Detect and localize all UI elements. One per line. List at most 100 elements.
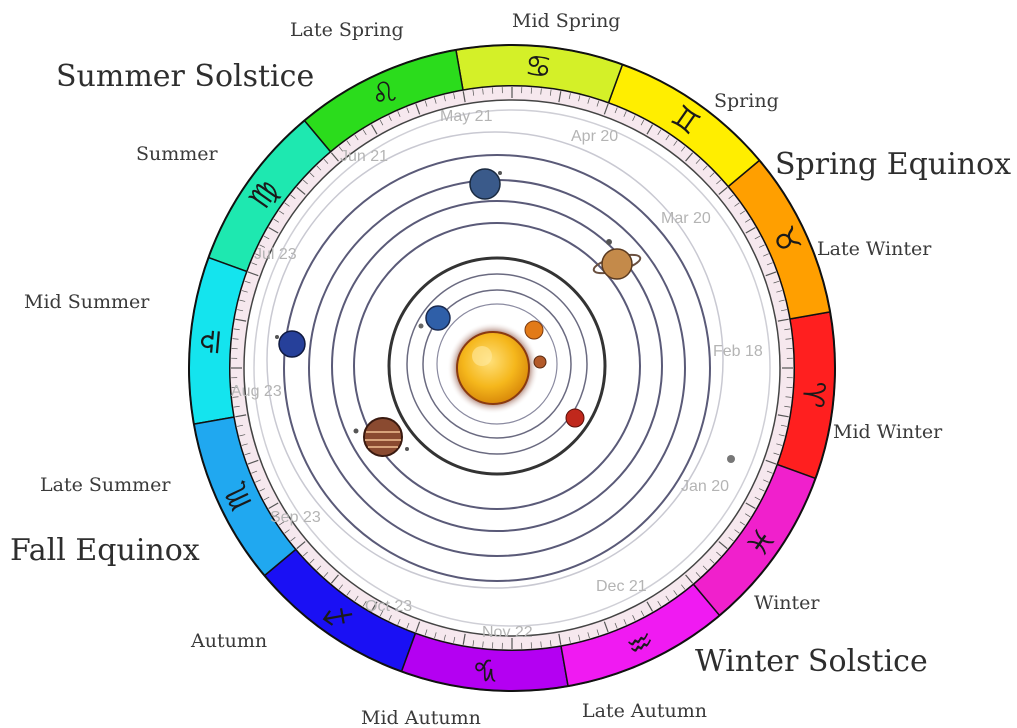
ruler-tick [255, 253, 261, 257]
ruler-tick [587, 632, 590, 639]
ruler-tick [443, 634, 446, 641]
ruler-tick [453, 93, 456, 100]
ruler-tick [284, 202, 290, 207]
ruler-tick [323, 572, 329, 578]
ruler-tick [718, 186, 728, 195]
ruler-tick [540, 88, 542, 95]
ruler-tick [278, 210, 285, 215]
ruler-tick [434, 632, 437, 639]
saturn-moon [606, 239, 612, 245]
season-label: Late Spring [290, 19, 404, 41]
cardinal-labels: Spring Equinox Summer Solstice Fall Equi… [10, 59, 1011, 679]
jupiter-moon [353, 428, 359, 434]
jupiter-moon-2 [405, 447, 409, 451]
ruler-tick [370, 124, 378, 135]
ruler-tick [709, 558, 715, 564]
ruler-tick [233, 405, 240, 408]
ruler-tick [284, 529, 290, 534]
sun-body [456, 331, 530, 405]
ruler-tick [640, 610, 645, 617]
ruler-tick [259, 244, 265, 248]
ruler-tick [632, 615, 636, 621]
ruler-tick [763, 479, 769, 483]
ruler-tick [685, 152, 694, 162]
ruler-tick [296, 541, 306, 550]
ruler-tick [673, 140, 678, 146]
ruler-tick [745, 513, 751, 518]
ruler-tick [290, 194, 296, 199]
season-label: Mid Autumn [361, 707, 481, 728]
ruler-tick [665, 134, 670, 141]
ruler-tick [397, 619, 401, 625]
ruler-tick [235, 318, 247, 322]
ruler-tick [268, 226, 279, 234]
ruler-tick [424, 629, 428, 636]
ruler-tick [255, 479, 261, 483]
ruler-tick [778, 299, 785, 302]
ruler-tick [354, 595, 359, 602]
ruler-tick [734, 202, 740, 207]
season-labels: Spring Mid Spring Late Spring Summer Mid… [24, 10, 943, 728]
ruler-tick [709, 172, 715, 178]
ruler-tick [759, 488, 765, 492]
ruler-tick [754, 235, 761, 240]
ruler-tick [665, 595, 670, 602]
ruler-tick [695, 572, 701, 578]
ruler-tick [568, 636, 571, 643]
ruler-tick [657, 601, 662, 607]
ruler-tick [785, 338, 792, 340]
planet-mars [565, 408, 585, 428]
ruler-tick [362, 601, 367, 607]
ruler-tick [728, 194, 734, 199]
season-label: Late Summer [40, 474, 171, 496]
ruler-tick [558, 91, 562, 103]
ruler-tick [739, 521, 746, 526]
ruler-tick [578, 95, 581, 102]
planet-venus [524, 320, 544, 340]
uranus-moon [498, 171, 502, 175]
ruler-tick [259, 488, 265, 492]
season-label: Spring [714, 90, 779, 112]
spring-equinox-label: Spring Equinox [775, 147, 1011, 182]
planet-uranus [469, 168, 501, 200]
ruler-tick [247, 271, 259, 277]
ruler-tick [603, 103, 609, 115]
winter-solstice-label: Winter Solstice [695, 644, 928, 679]
season-label: Late Winter [817, 238, 932, 260]
date-label: Feb 18 [713, 343, 763, 360]
ruler-tick [338, 146, 343, 152]
ruler-tick [434, 97, 437, 104]
ruler-tick [370, 601, 378, 612]
ruler-tick [309, 558, 315, 564]
ruler-tick [273, 218, 279, 223]
ruler-tick [379, 119, 384, 126]
ruler-tick [237, 424, 244, 427]
season-label: Summer [136, 143, 219, 165]
ruler-tick [745, 218, 751, 223]
ruler-tick [346, 590, 351, 596]
ruler-tick [773, 452, 780, 456]
inner-rim [229, 85, 795, 651]
season-label: Mid Winter [833, 421, 943, 443]
ruler-tick [603, 621, 609, 633]
ruler-tick [763, 253, 769, 257]
ruler-tick [681, 584, 686, 590]
ruler-tick [296, 186, 306, 195]
sun-highlight [472, 346, 492, 366]
ruler-tick [728, 537, 734, 542]
planet-earth [425, 305, 451, 331]
orbit-7 [283, 154, 711, 582]
zodiac-symbol: ♋ [523, 49, 553, 86]
ruler-tick [646, 124, 654, 135]
ruler-tick [273, 513, 279, 518]
ruler-tick [251, 470, 258, 474]
season-label: Winter [754, 592, 820, 614]
ruler-tick [239, 434, 246, 437]
planet-neptune [278, 330, 306, 358]
date-label: Aug 23 [231, 383, 282, 400]
orbit-faint-outer [253, 109, 771, 627]
planet-pluto [727, 455, 735, 463]
ruler-tick [587, 97, 590, 104]
ruler-tick [640, 119, 645, 126]
